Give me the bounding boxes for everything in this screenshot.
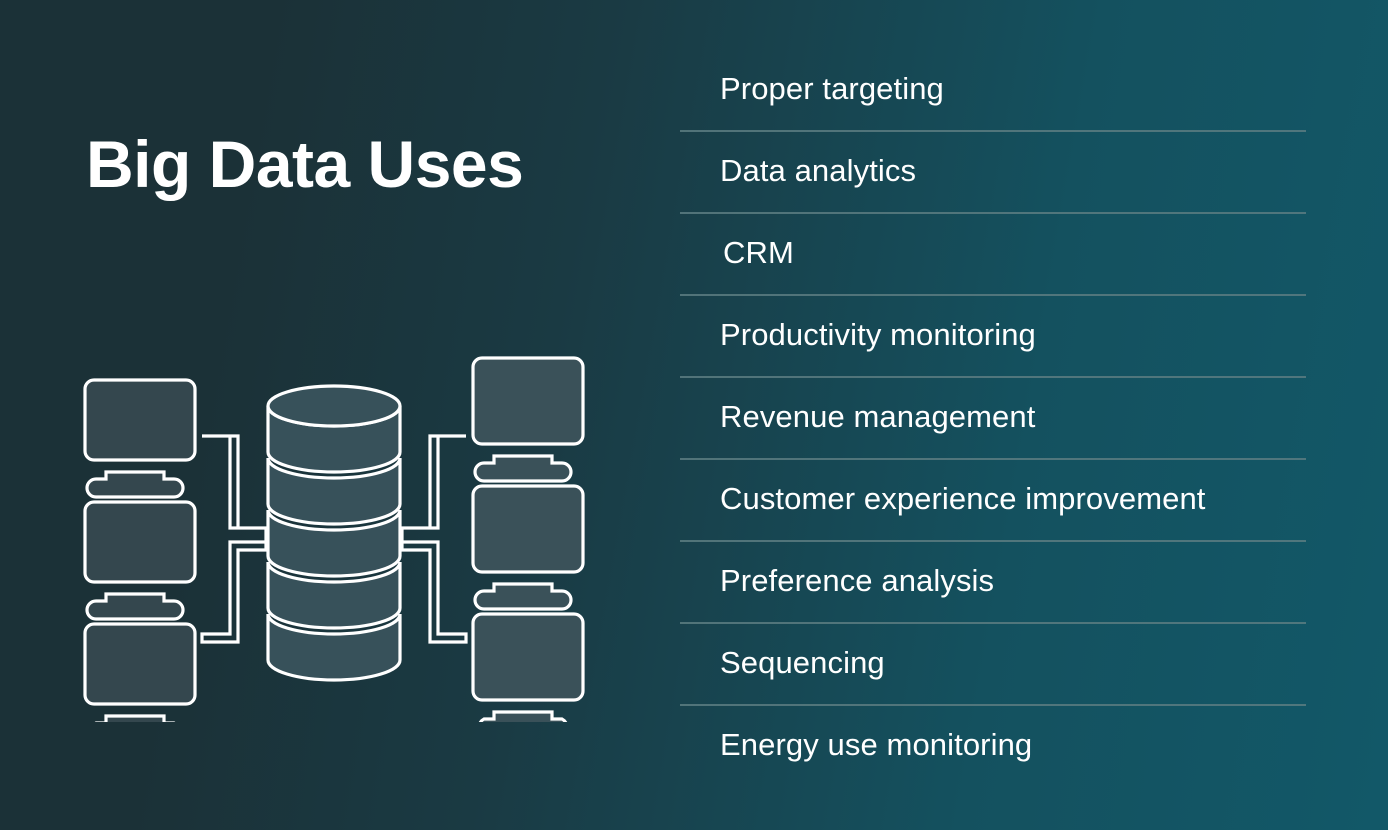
list-item: Productivity monitoring (680, 294, 1306, 376)
page-title: Big Data Uses (86, 127, 524, 201)
list-item: Data analytics (680, 130, 1306, 212)
big-data-uses-list: Proper targeting Data analytics CRM Prod… (680, 48, 1306, 786)
destination-monitor-3 (471, 612, 585, 722)
use-label: Productivity monitoring (720, 317, 1036, 352)
use-label: Customer experience improvement (720, 481, 1206, 516)
database-cylinder (266, 384, 402, 682)
big-data-flow-diagram: .scrL { fill:#34474e; stroke:#ffffff; st… (70, 350, 610, 722)
use-label: Proper targeting (720, 71, 944, 106)
use-label: Sequencing (720, 645, 885, 680)
use-label: CRM (723, 235, 794, 270)
use-label: Revenue management (720, 399, 1036, 434)
source-monitor-2 (83, 500, 197, 621)
right-connector-pipes (400, 434, 468, 644)
source-monitor-1 (83, 378, 197, 499)
destination-monitor-1 (471, 356, 585, 483)
list-item: Proper targeting (680, 48, 1306, 130)
use-label: Preference analysis (720, 563, 995, 598)
list-item: Preference analysis (680, 540, 1306, 622)
list-item: CRM (680, 212, 1306, 294)
list-item: Energy use monitoring (680, 704, 1306, 786)
list-item: Sequencing (680, 622, 1306, 704)
use-label: Energy use monitoring (720, 727, 1033, 762)
left-connector-pipes (200, 434, 268, 644)
use-label: Data analytics (720, 153, 917, 188)
source-monitor-3 (83, 622, 197, 722)
list-item: Revenue management (680, 376, 1306, 458)
list-item: Customer experience improvement (680, 458, 1306, 540)
destination-monitor-2 (471, 484, 585, 611)
